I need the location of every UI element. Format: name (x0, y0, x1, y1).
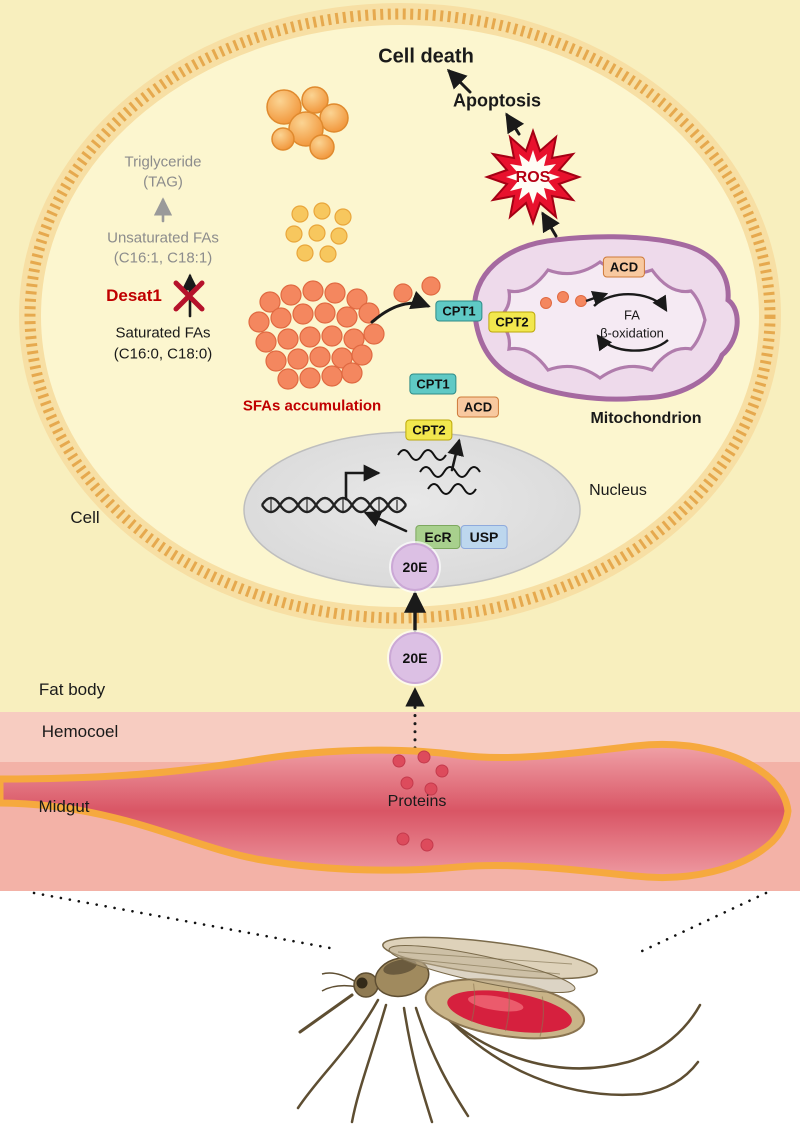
acd-mitochondrial-tag: ACD (602, 256, 646, 278)
beta-oxidation-cycle-arrows (585, 291, 669, 352)
fat-body-label: Fat body (38, 680, 106, 700)
dna-icon (260, 496, 408, 514)
mitochondrion-label: Mitochondrion (590, 409, 702, 427)
saturated-fas-label-line2: (C16:0, C18:0) (113, 345, 213, 363)
fa-oxidation-label-line2: β-oxidation (600, 325, 664, 341)
triglyceride-label-line2: (TAG) (143, 173, 183, 191)
e20-hemocoel-badge: 20E (389, 632, 441, 684)
cpt1-cytoplasm-tag: CPT1 (409, 373, 457, 395)
unsaturated-fas-label-line2: (C16:1, C18:1) (113, 249, 213, 267)
cell-label: Cell (70, 508, 100, 528)
mitochondrion-shape (472, 234, 740, 402)
protein-dots-icon (392, 750, 449, 852)
midgut-lumen (0, 741, 792, 881)
proteins-label: Proteins (387, 792, 447, 810)
mrna-squiggles-icon (397, 449, 481, 495)
e20-nucleus-badge: 20E (391, 543, 439, 591)
cell-membrane (19, 3, 781, 629)
cpt1-membrane-tag: CPT1 (435, 300, 483, 322)
tag-droplets-icon (266, 86, 349, 160)
cpt2-cytoplasm-tag: CPT2 (405, 419, 453, 441)
saturated-fas-label-line1: Saturated FAs (115, 324, 211, 342)
apoptosis-label: Apoptosis (453, 90, 541, 111)
usp-tag: USP (460, 525, 508, 549)
pathway-arrows (153, 68, 560, 750)
midgut-label: Midgut (38, 797, 90, 817)
saturated-fa-dots-icon (248, 276, 441, 390)
desat1-label: Desat1 (106, 286, 162, 306)
nucleus-label: Nucleus (589, 481, 647, 499)
mito-fa-dots-icon (540, 291, 587, 309)
triglyceride-label-line1: Triglyceride (124, 153, 202, 171)
ecr-tag: EcR (415, 525, 461, 549)
ros-label: ROS (515, 168, 551, 186)
fa-oxidation-label-line1: FA (624, 307, 640, 323)
hemocoel-label: Hemocoel (41, 722, 119, 742)
unsaturated-fa-dots-icon (285, 202, 352, 263)
cell-death-label: Cell death (378, 45, 474, 68)
acd-cytoplasm-tag: ACD (456, 396, 500, 418)
unsaturated-fas-label-line1: Unsaturated FAs (107, 229, 219, 247)
sfas-accumulation-label: SFAs accumulation (242, 397, 382, 415)
inhibition-cross-icon (173, 280, 205, 312)
mosquito-illustration (296, 936, 702, 1124)
cpt2-membrane-tag: CPT2 (488, 311, 536, 333)
